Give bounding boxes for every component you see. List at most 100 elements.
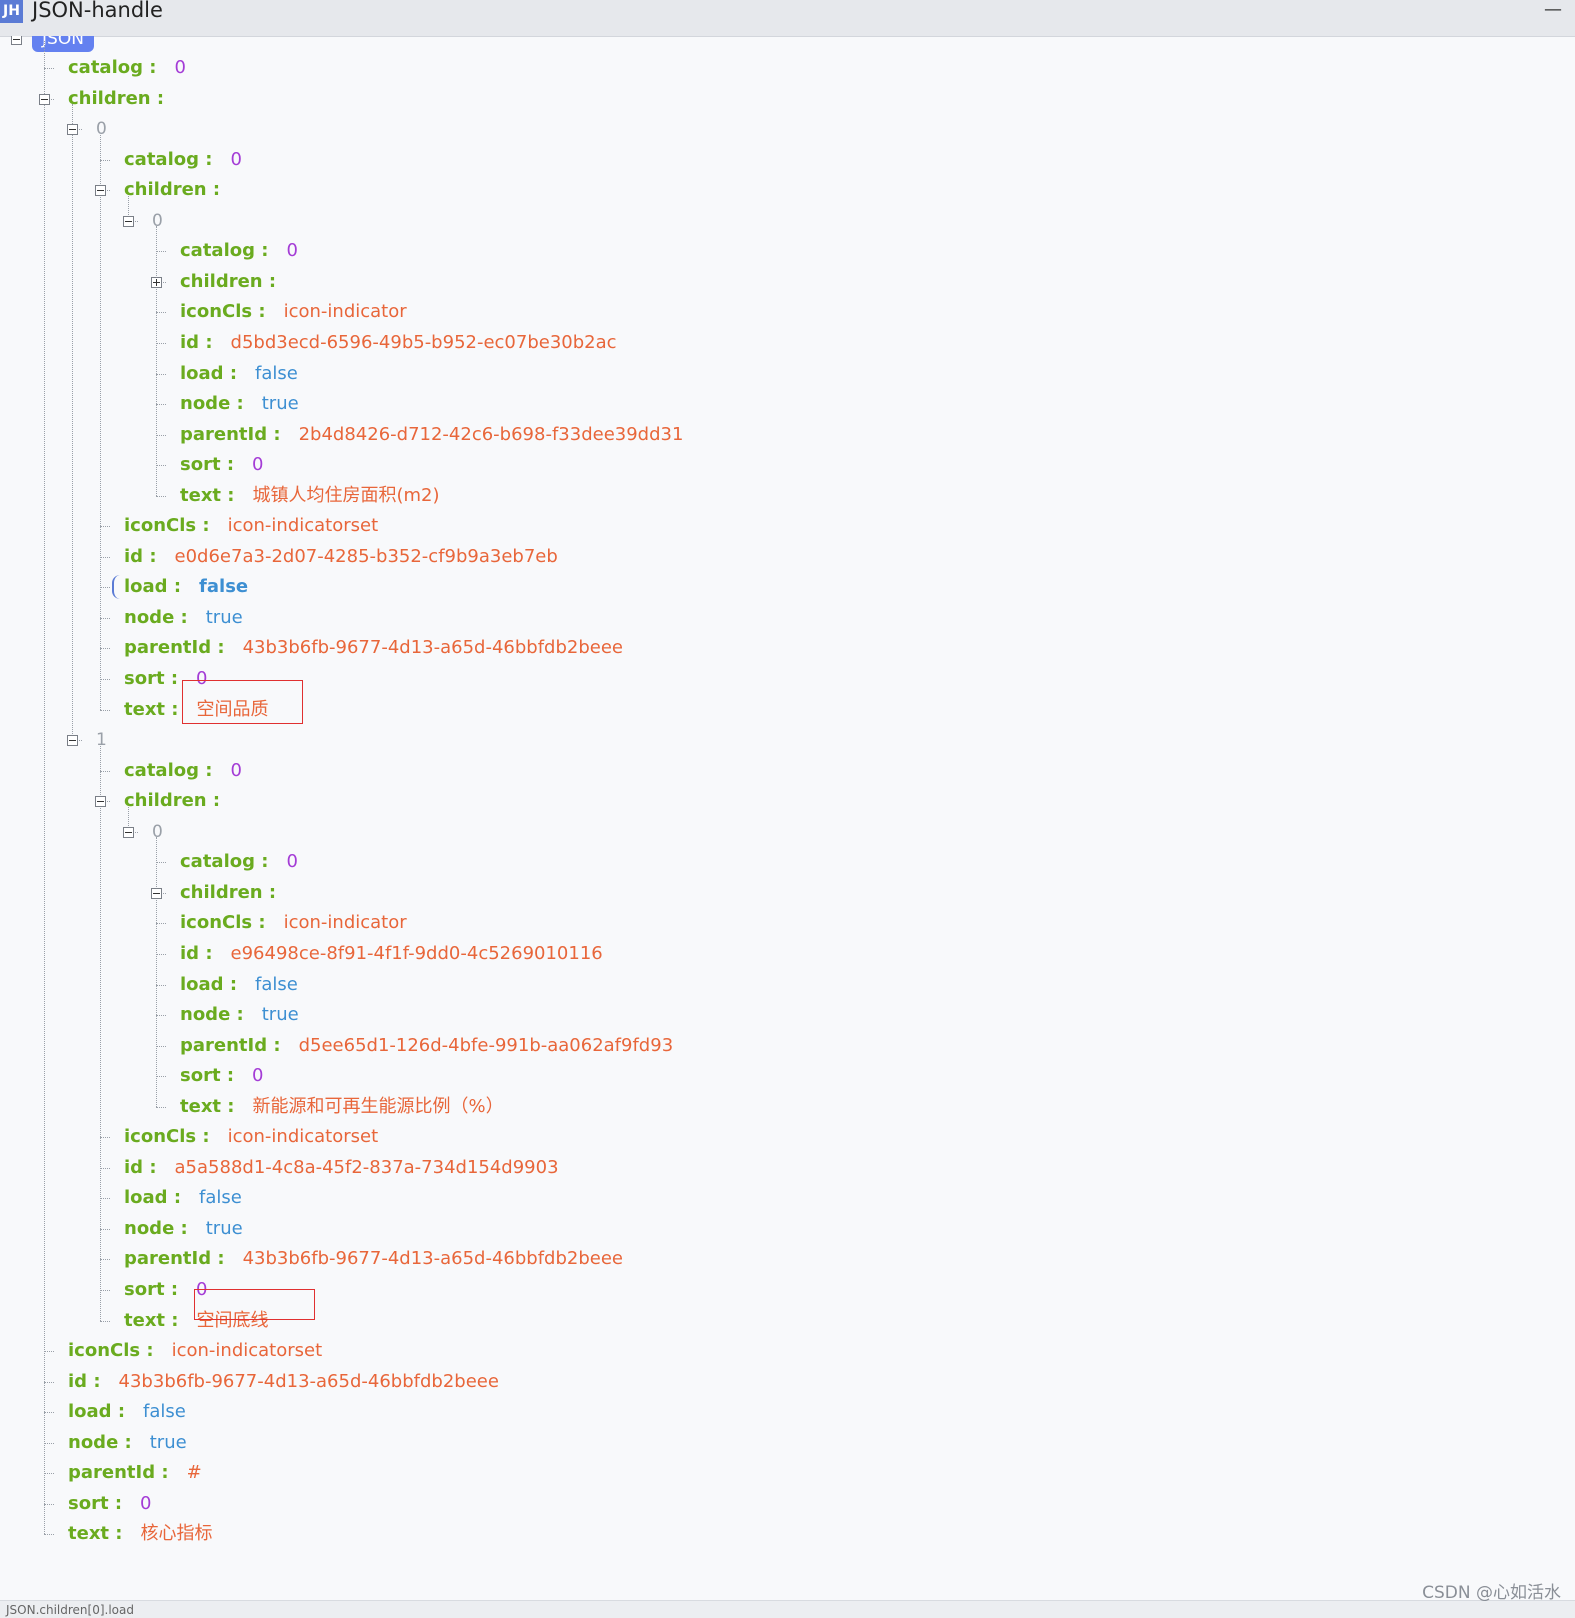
tree-row[interactable]: catalog :0 [180, 236, 298, 266]
key-label: load [124, 576, 168, 598]
tree-row[interactable]: children : [180, 267, 276, 297]
tree-connector [100, 770, 110, 772]
app-logo-icon: JH [0, 0, 23, 23]
tree-guide-line [156, 226, 157, 496]
tree-guide-line [100, 745, 101, 1321]
tree-row[interactable]: parentId :43b3b6fb-9677-4d13-a65d-46bbfd… [124, 633, 623, 663]
array-index-row[interactable]: 0 [152, 817, 163, 847]
array-index-row[interactable]: 1 [96, 725, 107, 755]
value-string: 43b3b6fb-9677-4d13-a65d-46bbfdb2beee [242, 637, 623, 659]
key-colon: : [167, 576, 182, 598]
tree-row[interactable]: sort :0 [180, 450, 263, 480]
minimize-button[interactable]: — [1544, 0, 1562, 20]
key-colon: : [196, 515, 210, 537]
tree-row[interactable]: load :false [124, 1183, 242, 1213]
tree-row[interactable]: sort :0 [180, 1061, 263, 1091]
value-number: 0 [286, 240, 298, 262]
tree-row[interactable]: iconCls :icon-indicatorset [124, 511, 378, 541]
array-index-row[interactable]: 0 [96, 114, 107, 144]
tree-connector [44, 1534, 54, 1536]
tree-row[interactable]: node :true [180, 1000, 299, 1030]
minus-toggle-icon[interactable] [67, 124, 78, 136]
tree-row[interactable]: id :d5bd3ecd-6596-49b5-b952-ec07be30b2ac [180, 328, 617, 358]
tree-row[interactable]: text :空间品质 [124, 695, 269, 725]
tree-row[interactable]: text :核心指标 [68, 1519, 213, 1549]
tree-row[interactable]: iconCls :icon-indicatorset [68, 1336, 322, 1366]
tree-row[interactable]: parentId :d5ee65d1-126d-4bfe-991b-aa062a… [180, 1031, 673, 1061]
key-label: text [124, 698, 166, 720]
tree-row[interactable]: parentId :43b3b6fb-9677-4d13-a65d-46bbfd… [124, 1244, 623, 1274]
tree-connector [156, 434, 166, 436]
key-label: iconCls [124, 515, 197, 537]
value-number: 0 [174, 57, 186, 78]
tree-row[interactable]: load :false [180, 970, 298, 1000]
minus-toggle-icon[interactable] [95, 185, 106, 197]
tree-row[interactable]: children : [180, 878, 276, 908]
tree-connector [100, 159, 110, 161]
tree-row[interactable]: load :false [124, 572, 248, 602]
tree-row[interactable]: text :新能源和可再生能源比例（%） [180, 1092, 504, 1122]
tree-row[interactable]: node :true [124, 1214, 243, 1244]
key-label: node [180, 393, 231, 415]
tree-row[interactable]: text :城镇人均住房面积(m2) [180, 481, 440, 511]
tree-row[interactable]: children : [68, 84, 164, 114]
tree-row[interactable]: children : [124, 786, 220, 816]
array-index-row[interactable]: 0 [152, 206, 163, 236]
tree-connector [100, 556, 110, 558]
plus-toggle-icon[interactable] [151, 276, 162, 288]
minus-toggle-icon[interactable] [123, 215, 134, 227]
title-bar: JH JSON-handle — [0, 0, 1575, 37]
tree-row[interactable]: load :false [68, 1397, 186, 1427]
tree-row[interactable]: catalog :0 [180, 847, 298, 877]
tree-row[interactable]: catalog :0 [124, 756, 242, 786]
tree-row[interactable]: parentId :# [68, 1458, 202, 1488]
key-label: catalog [124, 148, 199, 170]
root-collapse-toggle-icon[interactable] [11, 36, 22, 45]
tree-row[interactable]: node : true [124, 603, 243, 633]
key-colon: : [118, 1431, 132, 1453]
tree-row[interactable]: sort :0 [124, 664, 207, 694]
key-label: sort [68, 1492, 109, 1514]
tree-row[interactable]: text :空间底线 [124, 1306, 269, 1336]
key-label: id [180, 331, 200, 353]
key-colon: : [223, 973, 238, 995]
value-number: 0 [140, 1492, 152, 1514]
tree-row[interactable]: node :true [180, 389, 299, 419]
tree-connector [44, 1381, 54, 1383]
key-label: node [124, 606, 175, 628]
tree-connector [100, 1167, 110, 1169]
minus-toggle-icon[interactable] [67, 735, 78, 747]
tree-row[interactable]: load :false [180, 359, 298, 389]
tree-row[interactable]: id :43b3b6fb-9677-4d13-a65d-46bbfdb2beee [68, 1367, 499, 1397]
minus-toggle-icon[interactable] [39, 93, 50, 105]
tree-row[interactable]: catalog :0 [124, 145, 242, 175]
tree-row[interactable]: sort :0 [68, 1489, 151, 1519]
value-string: 2b4d8426-d712-42c6-b698-f33dee39dd31 [298, 423, 684, 445]
tree-row[interactable]: id :a5a588d1-4c8a-45f2-837a-734d154d9903 [124, 1153, 559, 1183]
root-node-badge[interactable]: JSON [32, 36, 94, 52]
value-number: 0 [252, 454, 264, 476]
tree-row[interactable]: children : [124, 175, 220, 205]
tree-row[interactable]: id :e96498ce-8f91-4f1f-9dd0-4c5269010116 [180, 939, 603, 969]
key-label: id [180, 942, 200, 964]
tree-row[interactable]: iconCls :icon-indicator [180, 908, 407, 938]
value-string: 城镇人均住房面积(m2) [252, 484, 440, 506]
tree-row[interactable]: iconCls :icon-indicatorset [124, 1122, 378, 1152]
key-colon: : [164, 1279, 179, 1300]
tree-connector [156, 1106, 166, 1108]
tree-row[interactable]: id :e0d6e7a3-2d07-4285-b352-cf9b9a3eb7eb [124, 542, 558, 572]
key-label: iconCls [68, 1340, 141, 1362]
tree-row[interactable]: iconCls :icon-indicator [180, 297, 407, 327]
tree-row[interactable]: catalog :0 [68, 53, 186, 83]
value-bool: true [205, 606, 243, 628]
key-colon: : [174, 606, 188, 628]
tree-connector [100, 1290, 110, 1291]
minus-toggle-icon[interactable] [151, 887, 162, 899]
minus-toggle-icon[interactable] [123, 826, 134, 838]
key-colon: : [267, 423, 281, 445]
tree-row[interactable]: parentId :2b4d8426-d712-42c6-b698-f33dee… [180, 420, 683, 450]
value-bool: false [143, 1401, 186, 1423]
minus-toggle-icon[interactable] [95, 796, 106, 808]
tree-row[interactable]: node :true [68, 1428, 187, 1458]
